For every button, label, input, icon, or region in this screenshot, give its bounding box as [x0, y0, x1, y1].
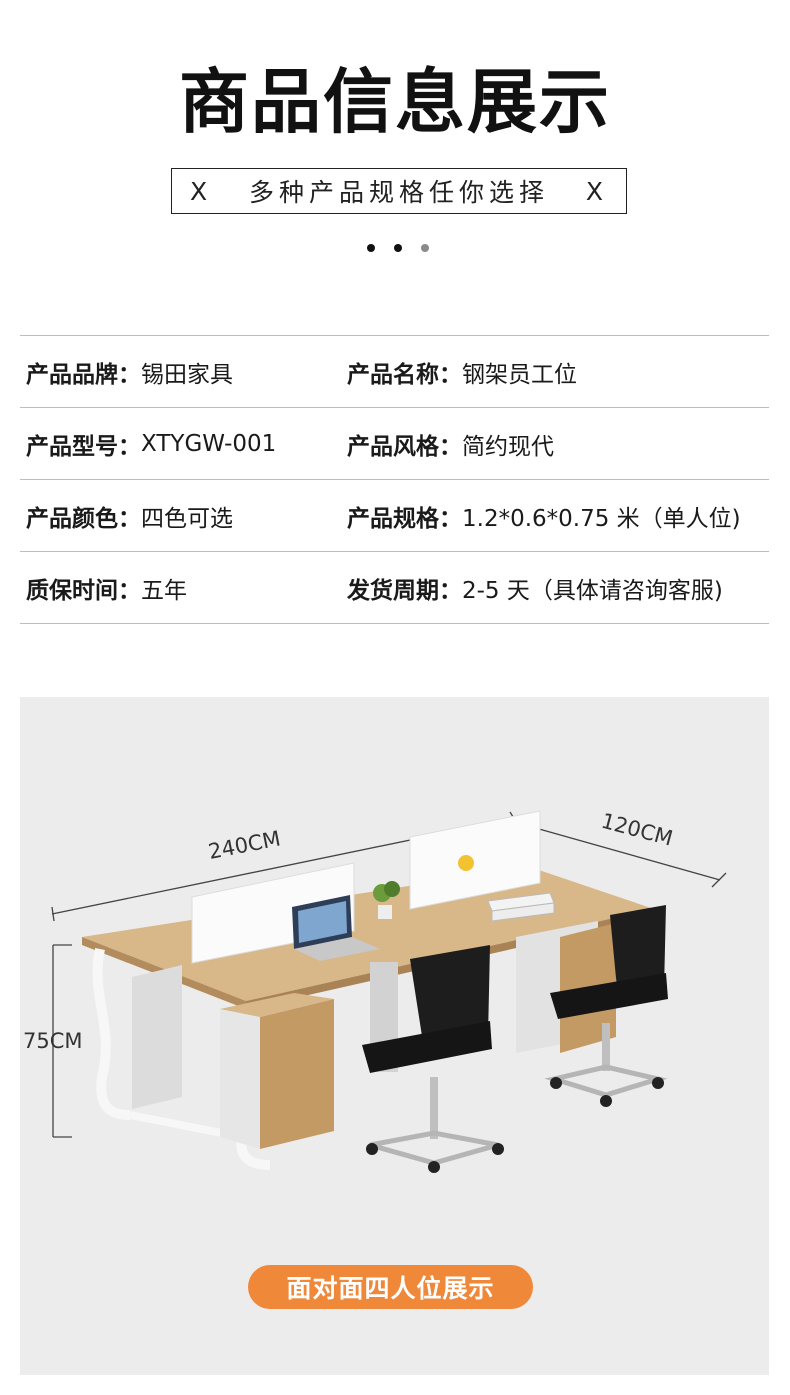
carousel-dot[interactable] — [367, 244, 375, 252]
workstation-illustration: 240CM 120CM 75CM — [23, 809, 727, 1173]
face-to-face-display-button[interactable]: 面对面四人位展示 — [248, 1265, 533, 1309]
spec-label: 质保时间： — [26, 577, 141, 604]
spec-label: 发货周期： — [347, 577, 462, 604]
spec-label: 产品颜色： — [26, 505, 141, 532]
spec-cell: 产品名称：钢架员工位 — [347, 336, 577, 407]
divider — [20, 551, 769, 552]
desk-illustration — [82, 810, 654, 1170]
spec-cell: 产品风格：简约现代 — [347, 408, 554, 479]
product-image: 240CM 120CM 75CM — [20, 697, 769, 1375]
spec-cell: 产品型号：XTYGW-001 — [26, 408, 276, 479]
spec-label: 产品品牌： — [26, 361, 141, 388]
spec-cell: 产品规格：1.2*0.6*0.75 米（单人位) — [347, 480, 741, 551]
divider — [20, 407, 769, 408]
spec-label: 产品名称： — [347, 361, 462, 388]
spec-cell: 产品品牌：锡田家具 — [26, 336, 233, 407]
spec-value: 1.2*0.6*0.75 米（单人位) — [462, 505, 741, 532]
spec-label: 产品型号： — [26, 433, 141, 460]
spec-value: 四色可选 — [141, 505, 233, 532]
depth-label: 120CM — [599, 809, 676, 851]
spec-row: 质保时间：五年 发货周期：2-5 天（具体请咨询客服) — [20, 552, 769, 623]
spec-row: 产品型号：XTYGW-001 产品风格：简约现代 — [20, 408, 769, 479]
height-dimension-line — [52, 944, 72, 1138]
height-label: 75CM — [23, 1029, 83, 1053]
page-title: 商品信息展示 — [179, 61, 611, 143]
spec-value: 2-5 天（具体请咨询客服) — [462, 577, 723, 604]
spec-cell: 发货周期：2-5 天（具体请咨询客服) — [347, 552, 723, 623]
spec-cell: 质保时间：五年 — [26, 552, 187, 623]
subtitle-banner: X 多种产品规格任你选择 X — [171, 168, 627, 214]
spec-value: 钢架员工位 — [462, 361, 577, 388]
spec-label: 产品风格： — [347, 433, 462, 460]
spec-value: 简约现代 — [462, 433, 554, 460]
spec-row: 产品品牌：锡田家具 产品名称：钢架员工位 — [20, 336, 769, 407]
spec-label: 产品规格： — [347, 505, 462, 532]
subtitle-right-mark: X — [585, 176, 608, 206]
divider — [20, 623, 769, 624]
spec-table: 产品品牌：锡田家具 产品名称：钢架员工位 产品型号：XTYGW-001 产品风格… — [20, 335, 769, 624]
divider — [20, 335, 769, 336]
spec-value: 五年 — [141, 577, 187, 604]
subtitle-left-mark: X — [190, 176, 213, 206]
spec-row: 产品颜色：四色可选 产品规格：1.2*0.6*0.75 米（单人位) — [20, 480, 769, 551]
width-label: 240CM — [206, 826, 282, 863]
subtitle-text: 多种产品规格任你选择 — [248, 178, 549, 207]
carousel-dot[interactable] — [421, 244, 429, 252]
spec-value: XTYGW-001 — [141, 430, 277, 457]
spec-cell: 产品颜色：四色可选 — [26, 480, 233, 551]
carousel-dot[interactable] — [394, 244, 402, 252]
chair-illustration — [362, 905, 668, 1173]
carousel-dots[interactable] — [367, 244, 429, 252]
divider — [20, 479, 769, 480]
spec-value: 锡田家具 — [141, 361, 233, 388]
